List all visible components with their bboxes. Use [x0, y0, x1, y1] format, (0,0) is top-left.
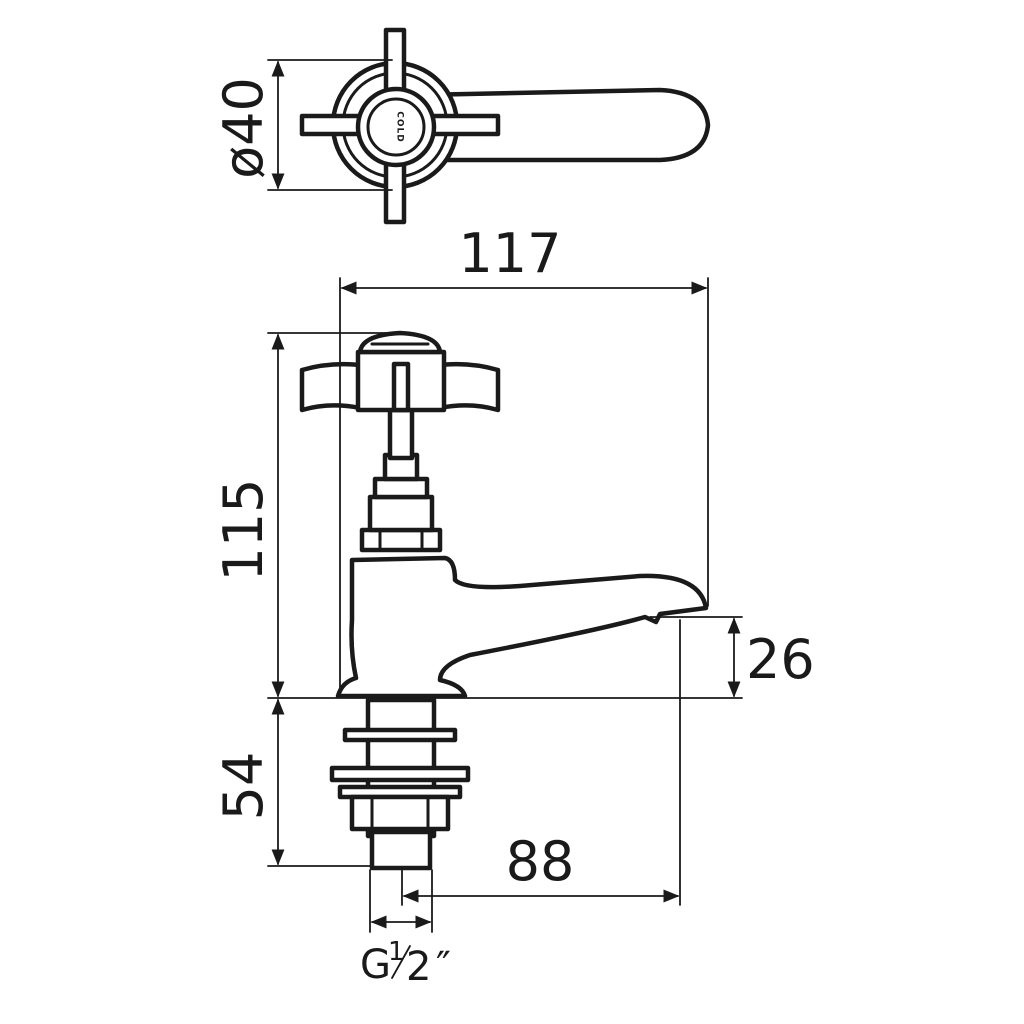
dim-overall-reach: 117	[339, 222, 709, 697]
dim-thread: G 1 2 ″	[360, 869, 451, 990]
dim-spout-height: 26	[649, 616, 815, 698]
spout-body	[335, 555, 709, 699]
top-lever	[417, 87, 711, 163]
washer-2	[329, 765, 471, 783]
headwork-body	[367, 494, 435, 533]
spindle	[387, 407, 415, 461]
overall-height-label: 115	[212, 478, 275, 581]
spout-projection-label: 88	[506, 830, 575, 893]
overall-reach-label: 117	[458, 222, 561, 285]
thread-unit: ″	[436, 944, 451, 990]
dim-overall-height: 115	[212, 332, 391, 698]
dim-shank-length: 54	[212, 698, 371, 867]
hub-slot	[391, 361, 411, 413]
thread-numerator: 1	[388, 937, 405, 967]
cross-arm-right	[437, 361, 501, 413]
spout-height-label: 26	[746, 628, 815, 691]
thread-denominator: 2	[406, 944, 431, 990]
top-cap-inner	[366, 97, 426, 157]
shank-length-label: 54	[212, 752, 275, 821]
dim-spout-projection: 88	[401, 619, 681, 906]
top-view: COLD	[299, 27, 711, 225]
cold-label: COLD	[395, 111, 405, 142]
headwork-collar	[372, 476, 430, 500]
side-view	[299, 330, 709, 871]
thread-fraction-bar	[391, 945, 411, 979]
dim-head-diameter: ø40	[212, 59, 393, 191]
cross-arm-left	[299, 361, 363, 413]
shank-tail	[369, 829, 433, 871]
valve-nut	[359, 527, 443, 553]
backnut	[349, 794, 451, 832]
washer-1	[342, 727, 458, 743]
head-diameter-label: ø40	[212, 77, 275, 179]
thread-prefix: G	[360, 942, 391, 988]
